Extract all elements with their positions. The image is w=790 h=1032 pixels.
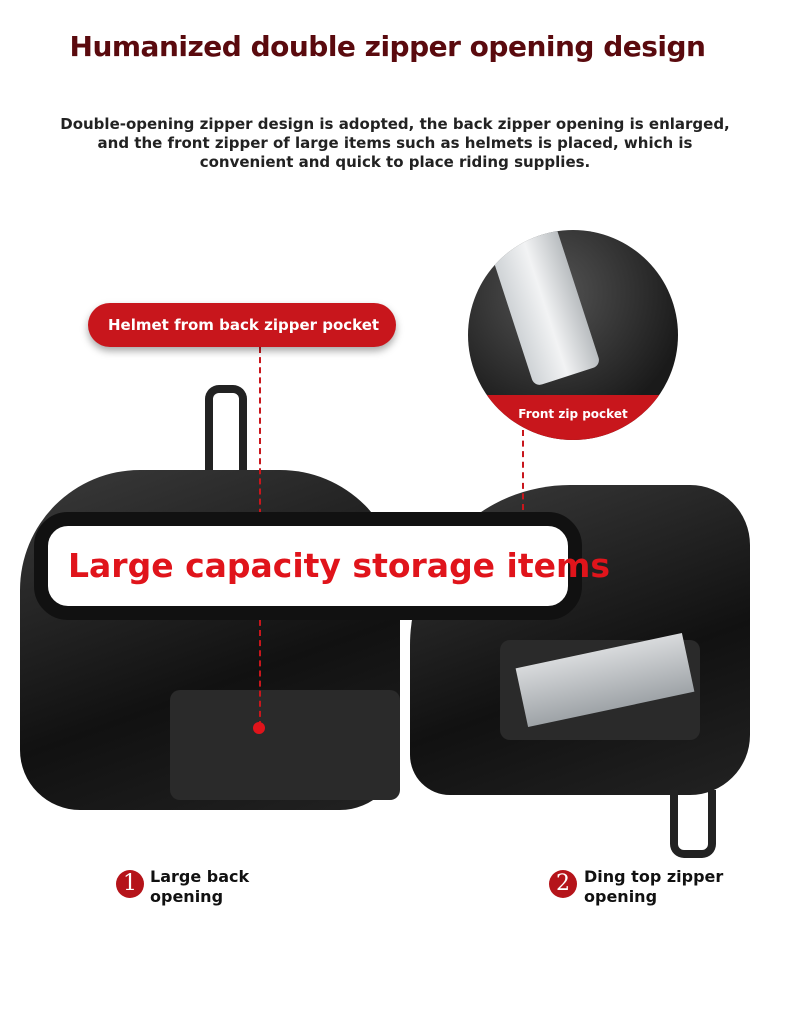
feature-label-line: opening	[584, 887, 658, 906]
feature-number-1: 1	[116, 870, 144, 898]
front-pocket-inset: Front zip pocket	[468, 230, 678, 440]
feature-number-2: 2	[549, 870, 577, 898]
feature-label-1: Large back opening	[150, 867, 249, 907]
backpack-handle	[670, 790, 716, 858]
front-pocket-callout-line	[522, 430, 524, 510]
helmet-callout-label: Helmet from back zipper pocket	[88, 303, 396, 347]
capacity-banner-text: Large capacity storage items	[68, 546, 611, 585]
description: Double-opening zipper design is adopted,…	[60, 115, 730, 171]
helmet-callout-dot	[253, 722, 265, 734]
backpack-back-compartment	[170, 690, 400, 800]
feature-label-line: opening	[150, 887, 224, 906]
phone-image	[484, 230, 602, 387]
backpack-strap	[205, 385, 247, 503]
feature-label-line: Ding top zipper	[584, 867, 724, 886]
page-title: Humanized double zipper opening design	[69, 30, 706, 63]
front-pocket-label: Front zip pocket	[468, 395, 678, 440]
feature-label-line: Large back	[150, 867, 250, 886]
feature-label-2: Ding top zipper opening	[584, 867, 723, 907]
capacity-banner	[34, 512, 582, 620]
